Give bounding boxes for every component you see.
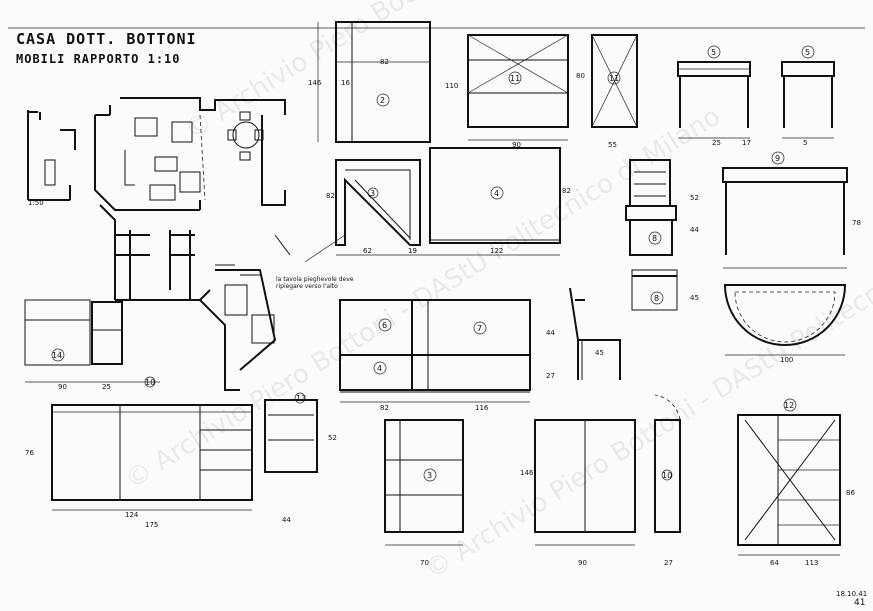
dim-label: 52 [328,434,337,442]
piece-number: 12 [784,401,794,410]
page-number: 41 [854,598,866,608]
piece-number: 4 [494,189,499,198]
dim-label: 146 [520,469,534,477]
piece-11-cabinet: 11 11 90 55 110 80 [445,34,638,149]
piece-13-sideboard: 124 175 76 13 52 44 [25,392,337,529]
floor-plan: 1:50 [27,97,291,391]
dim-label: 110 [445,82,458,90]
drawing-title: CASA DOTT. BOTTONI [16,30,197,48]
dim-label: 90 [512,141,521,149]
piece-number: 3 [427,471,432,480]
piece-number: 10 [662,471,672,480]
piece-number: 11 [510,74,520,83]
piece-number: 13 [296,394,306,403]
piece-number: 8 [652,234,657,243]
piece-14-shelf-unit: 14 10 90 25 [24,299,160,391]
dim-label: 78 [852,219,861,227]
piece-9-table: 9 78 [722,151,861,269]
dim-label: 76 [25,449,34,457]
piece-number: 2 [380,96,385,105]
piece-number: 11 [609,74,619,83]
wardrobe-elevation: 90 146 10 27 [520,394,681,567]
dim-label: 44 [690,226,699,234]
dim-label: 90 [578,559,587,567]
piece-3-4-corner-unit: 4 3 62 19 122 82 82 [304,147,571,263]
piece-8-chair: 8 8 52 44 45 [625,159,699,311]
dim-label: 27 [664,559,673,567]
piece-3-bookcase: 3 70 [384,419,464,567]
dim-label: 113 [805,559,818,567]
piece-number: 9 [775,154,780,163]
piece-number: 10 [145,378,155,387]
piece-number: 7 [477,324,482,333]
chair-side-view: 45 [569,287,621,380]
dim-label: 86 [846,489,855,497]
dim-label: 90 [58,383,67,391]
dim-label: 100 [780,356,793,364]
dim-label: 70 [420,559,429,567]
dim-label: 124 [125,511,139,519]
folding-table-plan: 100 [723,284,847,364]
dim-label: 25 [102,383,111,391]
dim-label: 122 [490,247,503,255]
piece-number: 6 [382,321,387,330]
dim-label: 27 [546,372,555,380]
dim-label: 175 [145,521,158,529]
dim-label: 116 [475,404,489,412]
dim-label: 82 [380,404,389,412]
dim-label: 16 [341,79,350,87]
dim-label: 82 [562,187,571,195]
dim-label: 64 [770,559,779,567]
dim-label: 19 [408,247,417,255]
piece-5-tables: 5 5 25 17 5 [677,45,835,147]
dim-label: 52 [690,194,699,202]
dim-label: 80 [576,72,585,80]
dim-label: 25 [712,139,721,147]
dim-label: 146 [308,79,322,87]
piece-6-7-sideboard: 6 7 4 82 116 44 27 [339,299,555,412]
dim-label: 17 [742,139,751,147]
drawing-subtitle: MOBILI RAPPORTO 1:10 [16,52,181,66]
piece-number: 5 [711,48,716,57]
piece-number: 8 [654,294,659,303]
plan-scale-label: 1:50 [28,199,44,207]
date-stamp: 18.10.41 [836,590,868,598]
piece-number: 3 [370,189,375,198]
dim-label: 62 [363,247,372,255]
dim-label: 5 [803,139,807,147]
piece-number: 5 [805,48,810,57]
dim-label: 44 [546,329,555,337]
dim-label: 45 [690,294,699,302]
piece-number: 4 [377,364,382,373]
piece-12-cabinet: 12 64 113 86 [737,398,855,567]
piece-2-cabinet: 2 146 16 82 [308,21,431,143]
dim-label: 55 [608,141,617,149]
piece-number: 14 [52,351,62,360]
annotation-note: la tavola pieghevole deve ripiegare vers… [276,276,354,290]
dim-label: 82 [326,192,335,200]
dim-label: 44 [282,516,291,524]
dim-label: 45 [595,349,604,357]
